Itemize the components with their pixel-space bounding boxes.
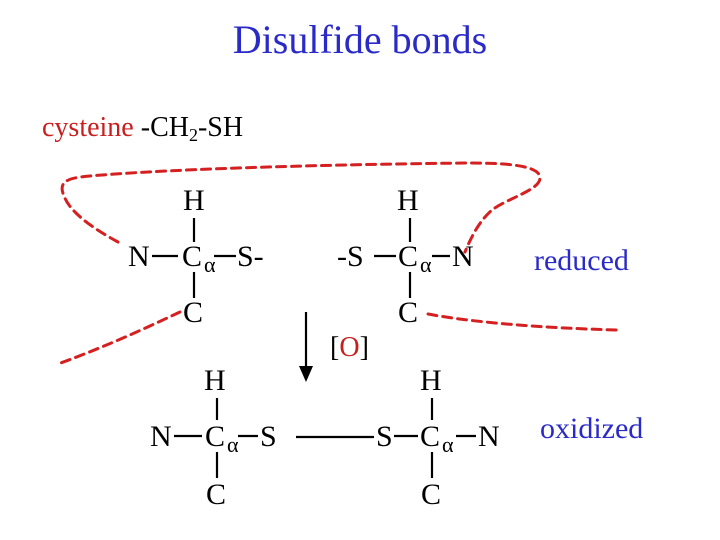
- oxidized-label: oxidized: [540, 412, 644, 445]
- atom-calpha-bottom-left: Cα: [205, 420, 239, 456]
- backbone-dashed-right: [426, 312, 620, 332]
- backbone-dashed-left: [56, 310, 182, 366]
- cysteine-name: cysteine: [42, 112, 134, 143]
- atom-ca-symbol: C: [205, 420, 226, 453]
- alpha-symbol: α: [204, 252, 216, 277]
- page-title: Disulfide bonds: [232, 17, 488, 62]
- atom-ca-symbol: C: [398, 240, 419, 273]
- atom-n-top-left: N: [128, 240, 150, 273]
- atom-c-bottom-left: C: [206, 478, 227, 511]
- atom-s-top-right: -S: [337, 240, 364, 273]
- reduced-label: reduced: [534, 244, 629, 277]
- atom-s-bottom-left: S: [260, 420, 277, 453]
- formula-suffix: -SH: [197, 112, 244, 143]
- alpha-symbol: α: [227, 432, 239, 457]
- atom-n-bottom-right: N: [478, 420, 500, 453]
- alpha-symbol: α: [442, 432, 454, 457]
- reaction-arrow-head: [299, 366, 313, 382]
- oxidant-bracket-close: ]: [359, 332, 369, 363]
- atom-c-bottom-right: C: [421, 478, 442, 511]
- atom-ca-symbol: C: [182, 240, 203, 273]
- backbone-dashed-top: [60, 161, 542, 254]
- atom-s-bottom-right: S: [376, 420, 393, 453]
- cysteine-formula: cysteine -CH2-SH: [42, 112, 244, 145]
- formula-subscript: 2: [188, 125, 198, 145]
- atom-ca-symbol: C: [420, 420, 441, 453]
- oxidant-symbol: O: [339, 332, 360, 363]
- atom-n-bottom-left: N: [150, 420, 172, 453]
- alpha-symbol: α: [420, 252, 432, 277]
- atom-c-top-right: C: [398, 296, 419, 329]
- atom-calpha-bottom-right: Cα: [420, 420, 454, 456]
- atom-h-top-left: H: [183, 184, 205, 217]
- atom-c-top-left: C: [183, 296, 204, 329]
- atom-calpha-top-left: Cα: [182, 240, 216, 276]
- atom-h-bottom-left: H: [204, 364, 226, 397]
- oxidant-label: [O]: [330, 334, 369, 362]
- atom-s-top-left: S-: [237, 240, 264, 273]
- formula-prefix: -CH: [133, 112, 189, 143]
- atom-h-bottom-right: H: [420, 364, 442, 397]
- oxidant-bracket-open: [: [330, 332, 340, 363]
- atom-n-top-right: N: [452, 240, 474, 273]
- atom-calpha-top-right: Cα: [398, 240, 432, 276]
- atom-h-top-right: H: [397, 184, 419, 217]
